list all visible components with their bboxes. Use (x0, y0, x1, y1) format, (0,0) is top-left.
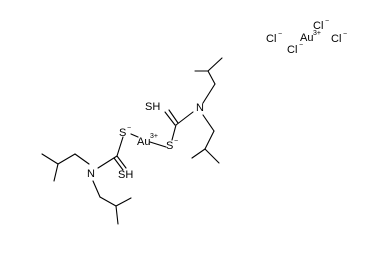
lower-thiolate-charge: − (127, 125, 131, 132)
lower-amine-label: N (87, 168, 95, 180)
chloride-left-label: Cl (266, 33, 276, 45)
lower-isobutyl-3 (204, 148, 220, 164)
gold-anion-label: Au (300, 32, 313, 44)
tetrachloroaurate-ion: Cl − Cl − Au 3+ Cl − Cl − (266, 18, 347, 56)
upper-thiolate-bond (171, 124, 177, 141)
upper-thiolate-charge: − (174, 138, 178, 145)
chloride-right-charge: − (343, 31, 347, 38)
lower-isobutyl-4 (191, 148, 206, 159)
chloride-top-charge: − (325, 18, 329, 25)
lower-ligand-chain-a-1 (74, 153, 90, 165)
lower-thiolate-label: S (119, 127, 126, 139)
upper-amine-label: N (196, 102, 204, 114)
upper-thiolate-label: S (166, 140, 173, 152)
lower-ligand-chain-a-2 (57, 153, 76, 165)
chloride-bottom-label: Cl (287, 44, 297, 56)
au-upper-s-bond (130, 133, 139, 138)
lower-ligand-chain-a-4 (53, 163, 59, 182)
gold-center-label: Au (137, 136, 150, 148)
upper-isobutyl-3 (207, 57, 223, 72)
lower-isobutyl-2 (204, 130, 215, 150)
upper-thione-bond-b (168, 109, 179, 124)
chloride-right-label: Cl (331, 33, 341, 45)
lower-thiolate-bond (116, 136, 124, 157)
chloride-bottom-charge: − (299, 42, 303, 49)
lower-ligand-chain-b-2 (99, 196, 117, 207)
upper-cn-bond (175, 111, 194, 126)
gold-center-charge: 3+ (150, 133, 158, 140)
gold-anion-charge: 3+ (313, 30, 321, 37)
lower-thione-bond-b (113, 157, 124, 171)
lower-ligand-chain-a-3 (41, 153, 59, 165)
chloride-top-label: Cl (313, 20, 323, 32)
lower-ligand-chain-b-3 (115, 205, 119, 225)
lower-ligand: S − N SH (41, 125, 133, 225)
lower-cn-bond (97, 155, 118, 169)
upper-thione-bond-a (164, 111, 176, 126)
upper-ligand: SH N S − (145, 57, 223, 164)
lower-isobutyl-1 (202, 114, 215, 132)
lower-thione-bond-a (116, 155, 127, 169)
lower-ligand-chain-b-4 (115, 197, 132, 207)
center-gold: Au 3+ (130, 133, 167, 148)
chloride-left-charge: − (278, 31, 282, 38)
upper-isobutyl-2 (207, 70, 216, 85)
lower-thiol-label: SH (118, 169, 133, 181)
lower-ligand-chain-b-1 (92, 180, 101, 198)
au-lower-s-bond (149, 141, 167, 148)
upper-thiol-label: SH (145, 101, 160, 113)
upper-isobutyl-1 (202, 83, 216, 104)
